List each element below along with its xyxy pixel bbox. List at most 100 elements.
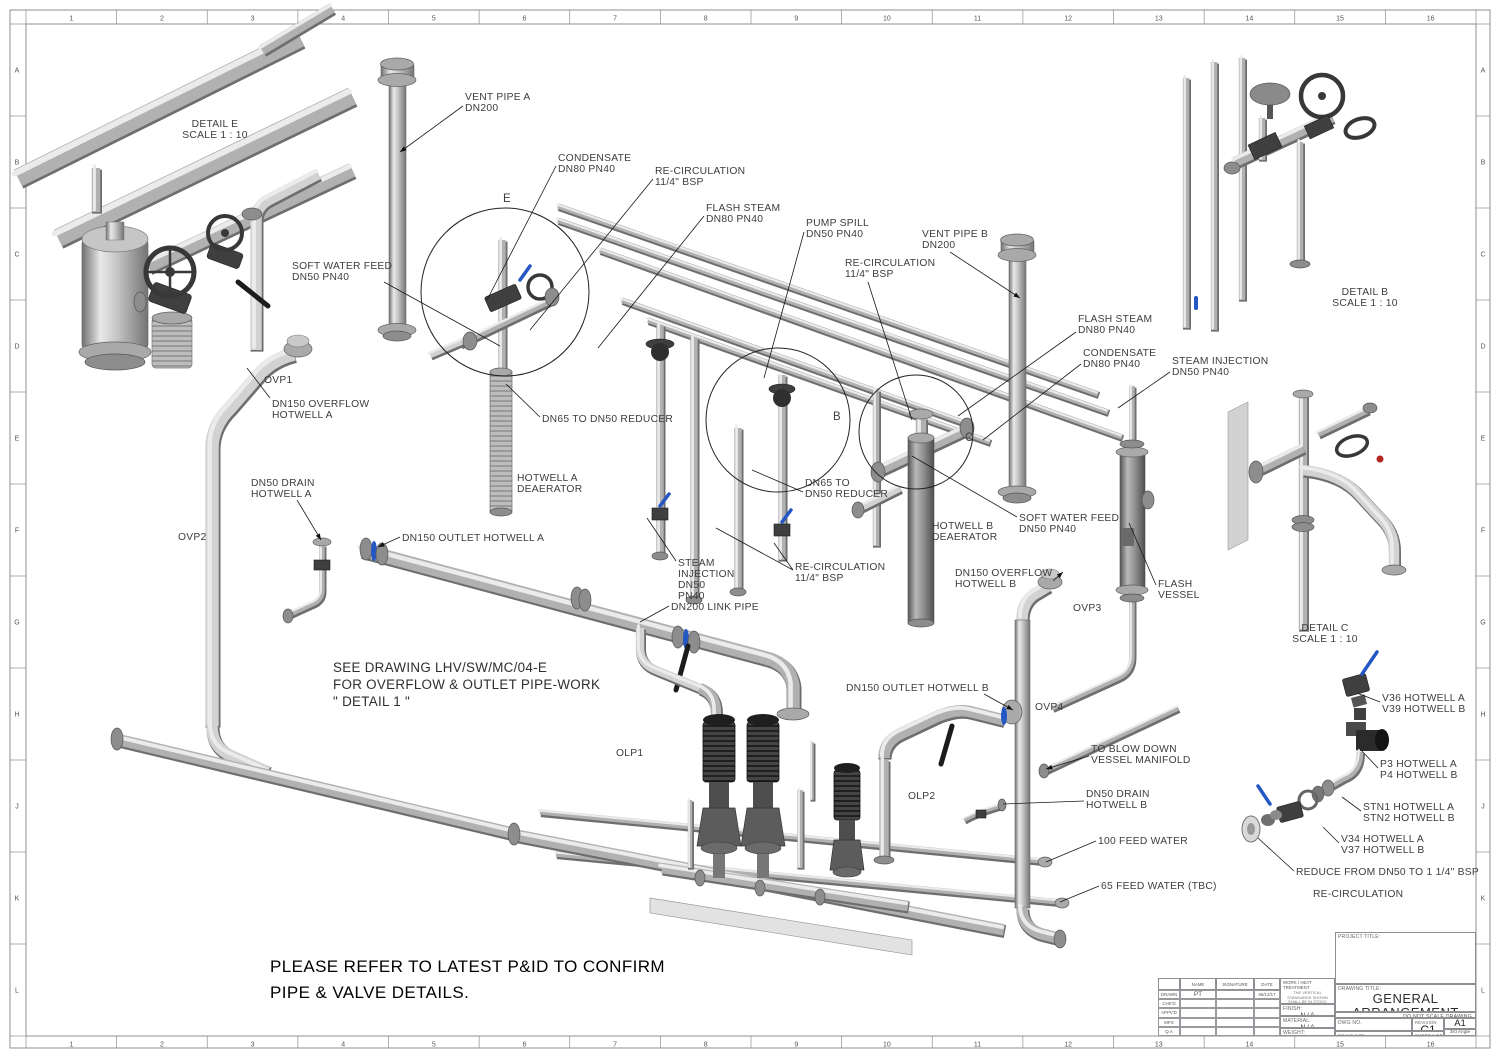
label-olp1: OLP1	[616, 748, 643, 759]
stamp-appvd-name	[1180, 1008, 1216, 1018]
detail-e-assembly	[11, 3, 358, 371]
dwg-no-label: DWG NO.	[1338, 1020, 1362, 1026]
grid-col-b-4: 4	[341, 1042, 345, 1049]
grid-col-16: 16	[1427, 16, 1435, 23]
stamp-mfg-label: MFG	[1158, 1017, 1180, 1027]
grid-col-b-7: 7	[613, 1042, 617, 1049]
stamp-drawn-name: PT	[1180, 990, 1216, 1000]
grid-row-r-C: C	[1480, 252, 1485, 259]
stamp-appvd-date	[1254, 1008, 1280, 1018]
revision-value: C1	[1420, 1023, 1436, 1031]
label-dn150-outlet-b: DN150 OUTLET HOTWELL B	[846, 683, 989, 694]
material-value: N / A	[1300, 1024, 1315, 1028]
circle-e	[420, 207, 590, 377]
sheet-text: SHEET 1 OF 1	[1415, 1033, 1443, 1036]
grid-row-G: G	[14, 620, 19, 627]
stamp-drawn-signature	[1216, 990, 1254, 1000]
grid-col-7: 7	[613, 16, 617, 23]
border-grid: 1122334455667788991010111112121313141415…	[10, 10, 1490, 1049]
label-recirculation-detail: RE-CIRCULATION	[1313, 889, 1403, 900]
grid-col-b-2: 2	[160, 1042, 164, 1049]
grid-col-b-1: 1	[69, 1042, 73, 1049]
label-circle-c-letter: C	[965, 432, 974, 444]
revision-label: REVISION	[1415, 1020, 1437, 1025]
stamp-header-date: DATE	[1261, 981, 1273, 987]
grid-col-b-10: 10	[883, 1042, 891, 1049]
grid-row-r-A: A	[1481, 68, 1486, 75]
scale-text: SCALE 1:20	[1338, 1033, 1365, 1036]
label-circle-b-letter: B	[833, 411, 841, 423]
grid-col-13: 13	[1155, 16, 1163, 23]
grid-row-r-H: H	[1480, 712, 1485, 719]
label-dn200-link-pipe: DN200 LINK PIPE	[671, 602, 759, 613]
pump-1	[696, 714, 742, 878]
grid-row-r-F: F	[1481, 528, 1485, 535]
grid-row-r-J: J	[1481, 804, 1485, 811]
label-circle-e-letter: E	[503, 193, 511, 205]
grid-col-5: 5	[432, 16, 436, 23]
grid-col-2: 2	[160, 16, 164, 23]
grid-row-r-E: E	[1481, 436, 1486, 443]
grid-col-b-16: 16	[1427, 1042, 1435, 1049]
hotwell-a-assembly	[427, 236, 560, 517]
grid-col-6: 6	[522, 16, 526, 23]
grid-row-r-L: L	[1481, 988, 1485, 995]
detail-circles	[420, 207, 974, 493]
stamp-chkd-label: CHK'D	[1158, 999, 1180, 1009]
stamp-chkd-date	[1254, 999, 1280, 1009]
grid-col-12: 12	[1064, 16, 1072, 23]
circle-c	[858, 374, 974, 490]
notes-body: THE VERTICAL STANDARDS SHOWN SHALL BE IN…	[1287, 990, 1328, 1004]
finish-label: FINISH:	[1283, 1006, 1303, 1012]
link-pipe	[357, 537, 810, 792]
leader-lines	[246, 105, 1381, 903]
grid-row-r-K: K	[1481, 896, 1486, 903]
sheet-size: A1	[1454, 1018, 1466, 1029]
right-risers	[873, 568, 1067, 949]
stamp-qa-name	[1180, 1026, 1216, 1036]
grid-row-E: E	[15, 436, 20, 443]
grid-col-10: 10	[883, 16, 891, 23]
grid-col-4: 4	[341, 16, 345, 23]
recirculation-detail-assembly	[1241, 650, 1389, 843]
grid-row-D: D	[14, 344, 19, 351]
grid-col-1: 1	[69, 16, 73, 23]
stamp-header-name: NAME	[1191, 981, 1205, 987]
grid-row-J: J	[15, 804, 19, 811]
stamp-header-signature: SIGNATURE	[1222, 981, 1248, 987]
grid-row-K: K	[15, 896, 20, 903]
grid-col-b-8: 8	[704, 1042, 708, 1049]
finish-value: N / A	[1300, 1012, 1315, 1016]
pump-2	[740, 714, 786, 878]
grid-row-F: F	[15, 528, 19, 535]
label-feed-water-100: 100 FEED WATER	[1098, 836, 1188, 847]
label-ovp3: OVP3	[1073, 603, 1101, 614]
detail-c-assembly	[1227, 389, 1407, 632]
grid-col-b-12: 12	[1064, 1042, 1072, 1049]
notes-header: WORK / HEAT TREATMENT	[1283, 980, 1312, 990]
drawing-title: GENERAL ARRANGEMENT PIPE-WORK 3D SCHEMAT…	[1352, 991, 1458, 1012]
